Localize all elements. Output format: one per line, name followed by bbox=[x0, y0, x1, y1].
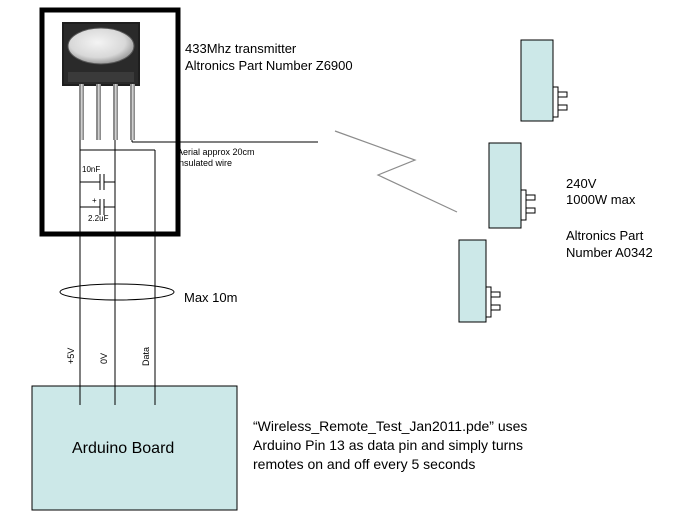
aerial-label: Aerial approx 20cm bbox=[177, 147, 255, 157]
transmitter-title: 433Mhz transmitter bbox=[185, 41, 297, 56]
note-line-3: remotes on and off every 5 seconds bbox=[253, 456, 475, 472]
remote-part-number: Number A0342 bbox=[566, 245, 653, 260]
transmitter-enclosure bbox=[39, 7, 181, 237]
capacitor-polarity-label: + bbox=[92, 196, 97, 205]
wire-label-0v: 0V bbox=[99, 353, 109, 364]
aerial-label-2: insulated wire bbox=[177, 158, 232, 168]
arduino-board-label: Arduino Board bbox=[72, 440, 174, 457]
wiring bbox=[79, 140, 318, 405]
remote-outlet-2 bbox=[488, 142, 536, 229]
remote-part-label: Altronics Part bbox=[566, 228, 644, 243]
cable-length-label: Max 10m bbox=[184, 290, 237, 305]
transmitter-part-number: Altronics Part Number Z6900 bbox=[185, 58, 353, 73]
remote-power-label: 1000W max bbox=[566, 192, 636, 207]
wire-label-5v: +5V bbox=[66, 348, 76, 364]
note-line-2: Arduino Pin 13 as data pin and simply tu… bbox=[253, 437, 523, 453]
transmitter-module-image bbox=[62, 22, 140, 140]
remote-voltage-label: 240V bbox=[566, 176, 597, 191]
board-wire-ends bbox=[79, 386, 156, 405]
capacitor-10nf-label: 10nF bbox=[82, 165, 100, 174]
wire-label-data: Data bbox=[141, 347, 151, 366]
arduino-board bbox=[31, 385, 238, 511]
note-line-1: “Wireless_Remote_Test_Jan2011.pde” uses bbox=[253, 418, 527, 434]
capacitor-2-2uf-label: 2.2uF bbox=[88, 214, 109, 223]
cable-bundle-ellipse bbox=[59, 283, 175, 301]
remote-outlet-1 bbox=[520, 39, 568, 122]
radio-signal-zigzag bbox=[334, 130, 458, 213]
remote-outlet-3 bbox=[458, 239, 501, 323]
